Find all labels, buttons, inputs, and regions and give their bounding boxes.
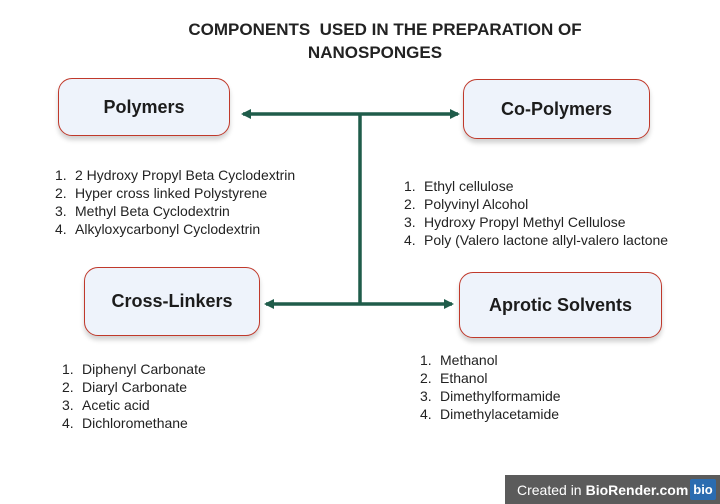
diagram-title-line-2: NANOSPONGES xyxy=(307,43,443,62)
copolymers-label: Co-Polymers xyxy=(500,98,613,119)
list-item: 4.Alkyloxycarbonyl Cyclodextrin xyxy=(55,221,261,237)
list-item: 1.Methanol xyxy=(420,352,498,368)
badge-created-text: Created in xyxy=(517,481,582,498)
list-item: 2.Ethanol xyxy=(420,370,488,386)
crosslinkers-box: Cross-Linkers xyxy=(84,267,260,336)
crosslinkers-label: Cross-Linkers xyxy=(111,291,233,311)
copolymers-box: Co-Polymers xyxy=(463,79,650,139)
list-item: 1.Diphenyl Carbonate xyxy=(62,361,206,377)
polymers-box: Polymers xyxy=(58,78,230,136)
list-item: 3.Hydroxy Propyl Methyl Cellulose xyxy=(404,214,626,230)
biorender-logo-icon: bio xyxy=(690,479,716,500)
list-item: 3.Methyl Beta Cyclodextrin xyxy=(55,203,230,219)
list-item: 1.Ethyl cellulose xyxy=(404,178,514,194)
list-item: 3.Acetic acid xyxy=(62,397,150,413)
aprotic-solvents-label: Aprotic Solvents xyxy=(488,294,633,315)
list-item: 2.Diaryl Carbonate xyxy=(62,379,188,395)
list-item: 4.Dichloromethane xyxy=(62,415,188,431)
list-item: 4.Dimethylacetamide xyxy=(420,406,560,422)
polymers-label: Polymers xyxy=(103,96,185,117)
copolymers-list: 1.Ethyl cellulose 2.Polyvinyl Alcohol 3.… xyxy=(404,177,668,249)
diagram-title-line-1: COMPONENTS USED IN THE PREPARATION OF xyxy=(188,20,582,39)
list-item: 2.Hyper cross linked Polystyrene xyxy=(55,185,268,201)
list-item: 3.Dimethylformamide xyxy=(420,388,561,404)
aprotic-solvents-box: Aprotic Solvents xyxy=(459,272,662,338)
biorender-badge[interactable]: Created in BioRender.com bio xyxy=(505,475,720,504)
polymers-list: 1.2 Hydroxy Propyl Beta Cyclodextrin 2.H… xyxy=(55,166,295,238)
aprotic-solvents-list: 1.Methanol 2.Ethanol 3.Dimethylformamide… xyxy=(420,351,561,423)
badge-brand-text: BioRender.com xyxy=(585,481,689,498)
list-item: 2.Polyvinyl Alcohol xyxy=(404,196,529,212)
list-item: 4.Poly (Valero lactone allyl-valero lact… xyxy=(404,232,669,248)
crosslinkers-list: 1.Diphenyl Carbonate 2.Diaryl Carbonate … xyxy=(62,360,206,432)
list-item: 1.2 Hydroxy Propyl Beta Cyclodextrin xyxy=(55,167,296,183)
